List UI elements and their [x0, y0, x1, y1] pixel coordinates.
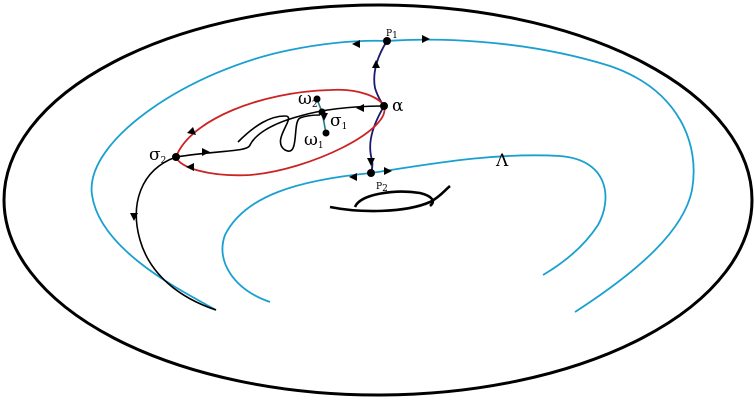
trajectory-arrows	[202, 104, 364, 156]
upper-branch	[373, 40, 388, 107]
label-lambda: Λ	[495, 151, 509, 171]
label-p1: P1	[386, 29, 398, 41]
manifold-arrows	[349, 35, 430, 181]
inner-hole	[329, 184, 451, 213]
lower-right-blue-curve	[370, 154, 607, 276]
outer-boundary	[2, 3, 754, 397]
loop-arrow-lower	[186, 163, 194, 171]
label-omega2: ω2	[298, 89, 318, 110]
label-sigma1: σ1	[330, 111, 347, 132]
point-omega1	[322, 129, 330, 137]
red-loop	[175, 88, 386, 177]
arrow-p2-left	[349, 173, 357, 181]
label-sigma2: σ2	[149, 145, 166, 166]
stable-manifolds	[90, 38, 695, 313]
alpha-to-sigma2-trajectory	[175, 105, 385, 158]
trajectory-arrow-alpha	[356, 104, 364, 112]
arrow-p2-right	[384, 167, 392, 175]
point-alpha	[380, 102, 388, 110]
branch-arrow-up	[372, 60, 380, 68]
point-omega2	[313, 95, 321, 103]
wiggle-trajectory	[237, 114, 321, 152]
inner-blue-curve	[221, 172, 372, 303]
point-p2	[367, 169, 375, 177]
point-sigma1	[318, 108, 326, 116]
upper-right-blue-curve	[386, 38, 695, 313]
branch-arrows	[367, 60, 380, 166]
arrow-p1-left	[352, 40, 360, 48]
loop-arrows	[186, 127, 196, 171]
point-p1	[383, 37, 391, 45]
lower-trajectory-arrow	[130, 213, 138, 221]
label-omega1: ω1	[304, 130, 324, 151]
branch-arrow-down	[367, 158, 375, 166]
loop-arrow-upper	[187, 127, 196, 135]
label-alpha: α	[392, 96, 404, 116]
sigma2-lower-trajectory	[135, 156, 217, 311]
point-sigma2	[172, 153, 180, 161]
fixed-points	[172, 37, 391, 177]
label-p2: P2	[376, 182, 388, 194]
trajectory-arrow-sigma2	[202, 148, 210, 156]
arrow-p1-right	[422, 35, 430, 43]
outer-blue-curve	[90, 39, 388, 311]
